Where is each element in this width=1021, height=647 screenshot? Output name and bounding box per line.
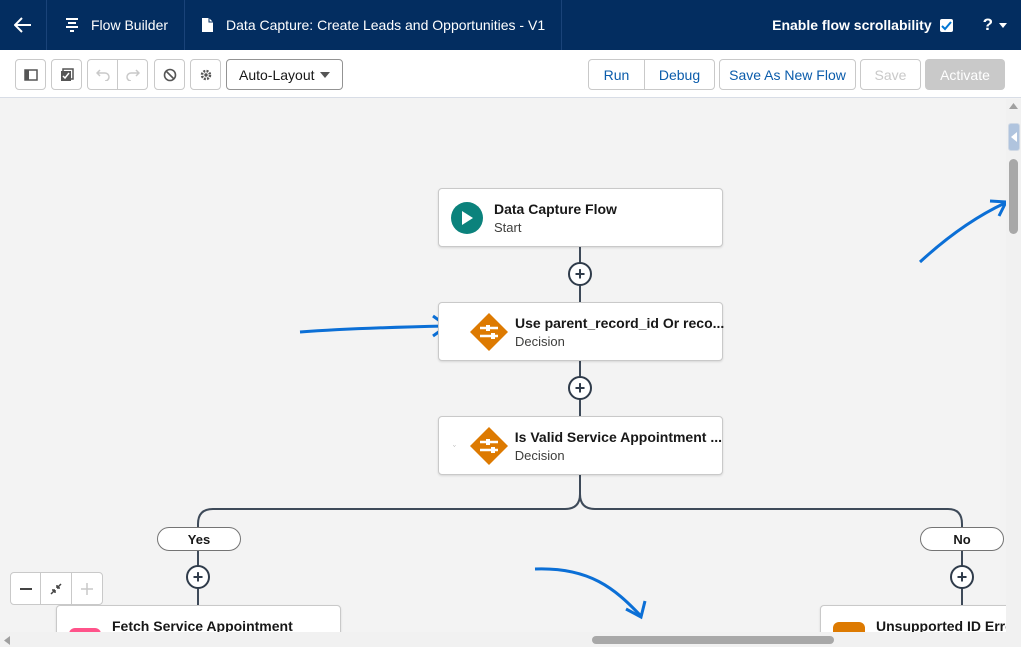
redo-button[interactable]	[117, 59, 148, 90]
save-as-new-flow-button[interactable]: Save As New Flow	[719, 59, 856, 90]
app-name: Flow Builder	[91, 17, 169, 33]
start-node-subtitle: Start	[494, 219, 522, 235]
flow-canvas[interactable]: Data Capture Flow Start + Use parent_rec…	[0, 99, 1021, 647]
undo-icon	[95, 68, 110, 81]
flow-builder-icon	[66, 18, 78, 32]
branch-label-yes[interactable]: Yes	[157, 527, 241, 551]
checkbox-checked-icon	[940, 20, 952, 30]
start-node-title: Data Capture Flow	[494, 200, 617, 217]
redo-icon	[125, 68, 140, 81]
right-node-title: Unsupported ID Error	[876, 618, 1020, 634]
branch-label-no[interactable]: No	[920, 527, 1004, 551]
scroll-up-icon	[1009, 103, 1018, 109]
add-element-button[interactable]: +	[568, 376, 592, 400]
app-header: Flow Builder Data Capture: Create Leads …	[0, 0, 1021, 50]
undo-button[interactable]	[87, 59, 118, 90]
layout-select-value: Auto-Layout	[239, 66, 315, 83]
decision-node-2[interactable]: Is Valid Service Appointment ... Decisio…	[438, 416, 723, 475]
panel-collapse-tab[interactable]	[1008, 123, 1020, 151]
app-name-cell: Flow Builder	[47, 0, 186, 50]
chevron-down-icon	[320, 71, 330, 78]
vertical-scroll-thumb[interactable]	[1009, 159, 1018, 234]
fit-view-button[interactable]	[41, 573, 72, 604]
zoom-in-button[interactable]	[72, 573, 102, 604]
back-arrow-icon	[14, 17, 31, 33]
zoom-out-button[interactable]	[11, 573, 42, 604]
annotation-arrowhead-3	[625, 600, 647, 620]
deactivate-button[interactable]	[154, 59, 185, 90]
horizontal-scroll-thumb[interactable]	[592, 636, 834, 644]
scroll-toggle-label: Enable flow scrollability	[772, 17, 932, 33]
plus-icon	[80, 582, 93, 595]
document-title-cell: Data Capture: Create Leads and Opportuni…	[185, 0, 563, 50]
scroll-toggle-checkbox[interactable]	[939, 18, 953, 32]
toolbar: Auto-Layout Run Debug Save As New Flow S…	[0, 50, 1021, 98]
decision-2-subtitle: Decision	[514, 447, 565, 463]
decision-icon	[469, 426, 509, 466]
chevron-down-icon	[999, 22, 1007, 28]
start-node[interactable]: Data Capture Flow Start	[438, 188, 723, 247]
back-button[interactable]	[0, 0, 47, 50]
run-button[interactable]: Run	[588, 59, 645, 90]
layout-select[interactable]: Auto-Layout	[226, 59, 343, 90]
scroll-left-icon	[4, 636, 10, 645]
decision-1-subtitle: Decision	[515, 333, 565, 349]
annotation-arrow-3	[534, 567, 642, 617]
horizontal-scrollbar[interactable]	[0, 632, 1006, 647]
chevron-down-icon[interactable]	[453, 442, 456, 450]
checklist-icon	[60, 67, 74, 81]
document-icon	[202, 18, 214, 32]
toggle-panel-button[interactable]	[15, 59, 46, 90]
decision-1-title: Use parent_record_id Or reco...	[515, 314, 725, 331]
debug-button[interactable]: Debug	[644, 59, 715, 90]
contract-icon	[50, 582, 62, 595]
vertical-scrollbar[interactable]	[1006, 99, 1021, 647]
decision-2-title: Is Valid Service Appointment ...	[514, 428, 722, 445]
add-element-button[interactable]: +	[568, 262, 592, 286]
chevron-left-icon	[1011, 132, 1017, 142]
play-icon	[451, 201, 483, 234]
add-element-button[interactable]: +	[186, 565, 210, 589]
document-title: Data Capture: Create Leads and Opportuni…	[226, 17, 546, 33]
help-icon: ?	[982, 15, 993, 34]
decision-node-1[interactable]: Use parent_record_id Or reco... Decision	[438, 302, 725, 361]
add-element-button[interactable]: +	[950, 565, 974, 589]
checklist-button[interactable]	[51, 59, 82, 90]
activate-button[interactable]: Activate	[925, 59, 1005, 90]
no-icon	[163, 68, 176, 81]
toggle-panel-icon	[23, 68, 38, 81]
left-node-title: Fetch Service Appointment	[112, 618, 293, 634]
decision-icon	[469, 312, 509, 352]
help-menu[interactable]: ?	[983, 15, 1007, 35]
annotation-arrow-2	[918, 201, 1006, 264]
zoom-controls	[10, 572, 103, 605]
save-button[interactable]: Save	[860, 59, 921, 90]
settings-button[interactable]	[190, 59, 221, 90]
annotation-arrow-1	[299, 324, 447, 334]
gear-icon	[200, 69, 211, 80]
flow-connectors	[197, 199, 1009, 620]
minus-icon	[19, 587, 32, 590]
